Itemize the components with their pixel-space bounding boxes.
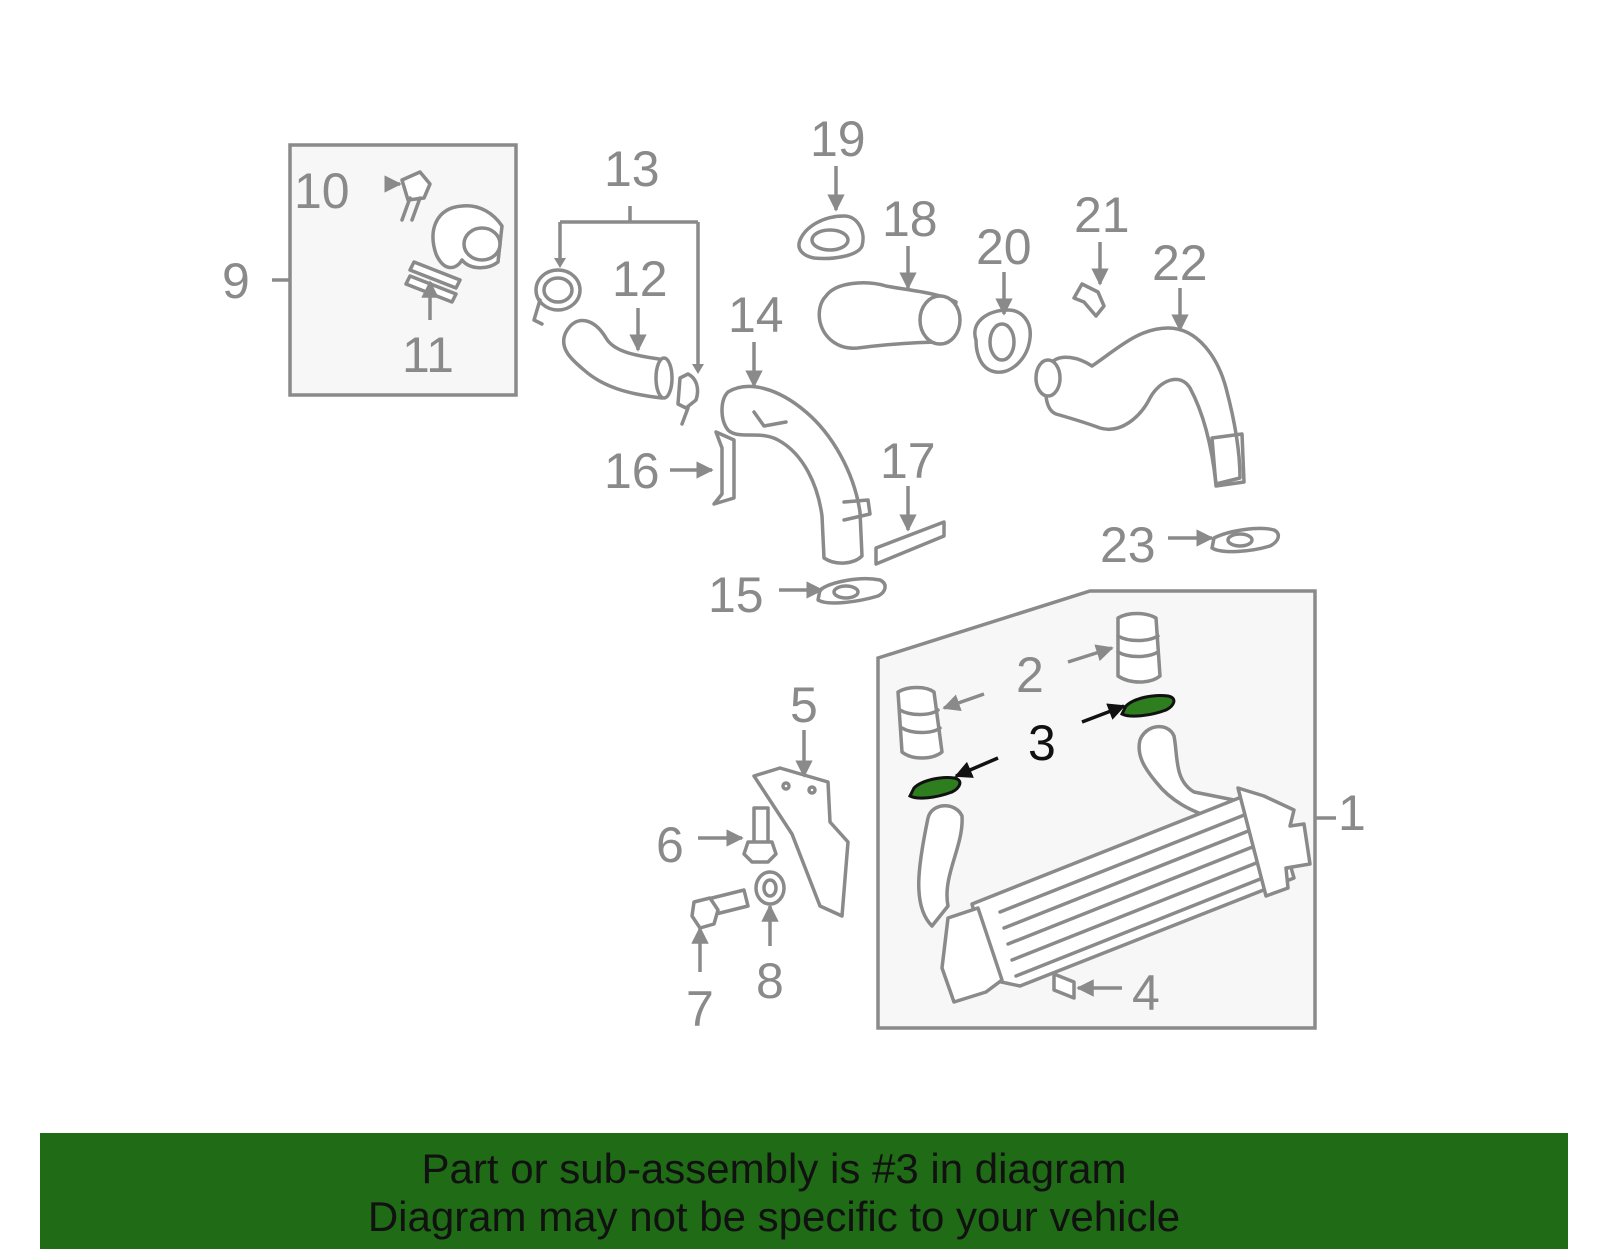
callout-16: 16	[604, 443, 660, 499]
callout-3: 3	[1028, 715, 1056, 771]
callout-20: 20	[976, 219, 1032, 275]
clamp-13	[532, 268, 700, 426]
intercooler-1	[917, 725, 1312, 1004]
callout-6: 6	[656, 817, 684, 873]
bolt-6	[742, 806, 778, 864]
callout-7: 7	[686, 981, 714, 1037]
clip-4	[1052, 972, 1076, 1000]
sensor-21	[1072, 282, 1106, 318]
callout-18: 18	[882, 191, 938, 247]
coupler-2	[896, 611, 1162, 760]
callout-21: 21	[1074, 187, 1130, 243]
callout-5: 5	[790, 677, 818, 733]
footer-line-1: Part or sub-assembly is #3 in diagram	[421, 1145, 1127, 1192]
clamp-20	[973, 308, 1032, 374]
clamp-3	[907, 694, 1176, 800]
callout-23: 23	[1100, 517, 1156, 573]
washer-8	[754, 870, 786, 906]
clamp-15	[816, 577, 887, 605]
callout-22: 22	[1152, 235, 1208, 291]
duct-22	[1043, 326, 1242, 486]
hose-12	[562, 318, 668, 400]
elbow-9	[431, 204, 504, 270]
hose-14	[720, 384, 864, 565]
callout-10: 10	[294, 163, 350, 219]
callout-9: 9	[222, 253, 250, 309]
callout-11: 11	[402, 327, 454, 383]
bracket-17	[874, 520, 946, 566]
clamp-19	[797, 214, 865, 261]
callout-13: 13	[604, 141, 660, 197]
clamp-23	[1210, 526, 1281, 554]
callout-2: 2	[1016, 647, 1044, 703]
callout-17: 17	[880, 433, 936, 489]
callout-4: 4	[1132, 965, 1160, 1021]
bolt-10	[400, 170, 432, 222]
callout-14: 14	[728, 287, 784, 343]
callout-8: 8	[756, 953, 784, 1009]
footer-line-2: Diagram may not be specific to your vehi…	[367, 1193, 1181, 1240]
bolt-7	[690, 888, 750, 930]
callout-1: 1	[1338, 785, 1366, 841]
callout-15: 15	[708, 567, 764, 623]
bracket-16	[712, 430, 736, 506]
footer-banner: Part or sub-assembly is #3 in diagram Di…	[40, 1133, 1568, 1249]
callout-19: 19	[810, 111, 866, 167]
callout-12: 12	[612, 251, 668, 307]
